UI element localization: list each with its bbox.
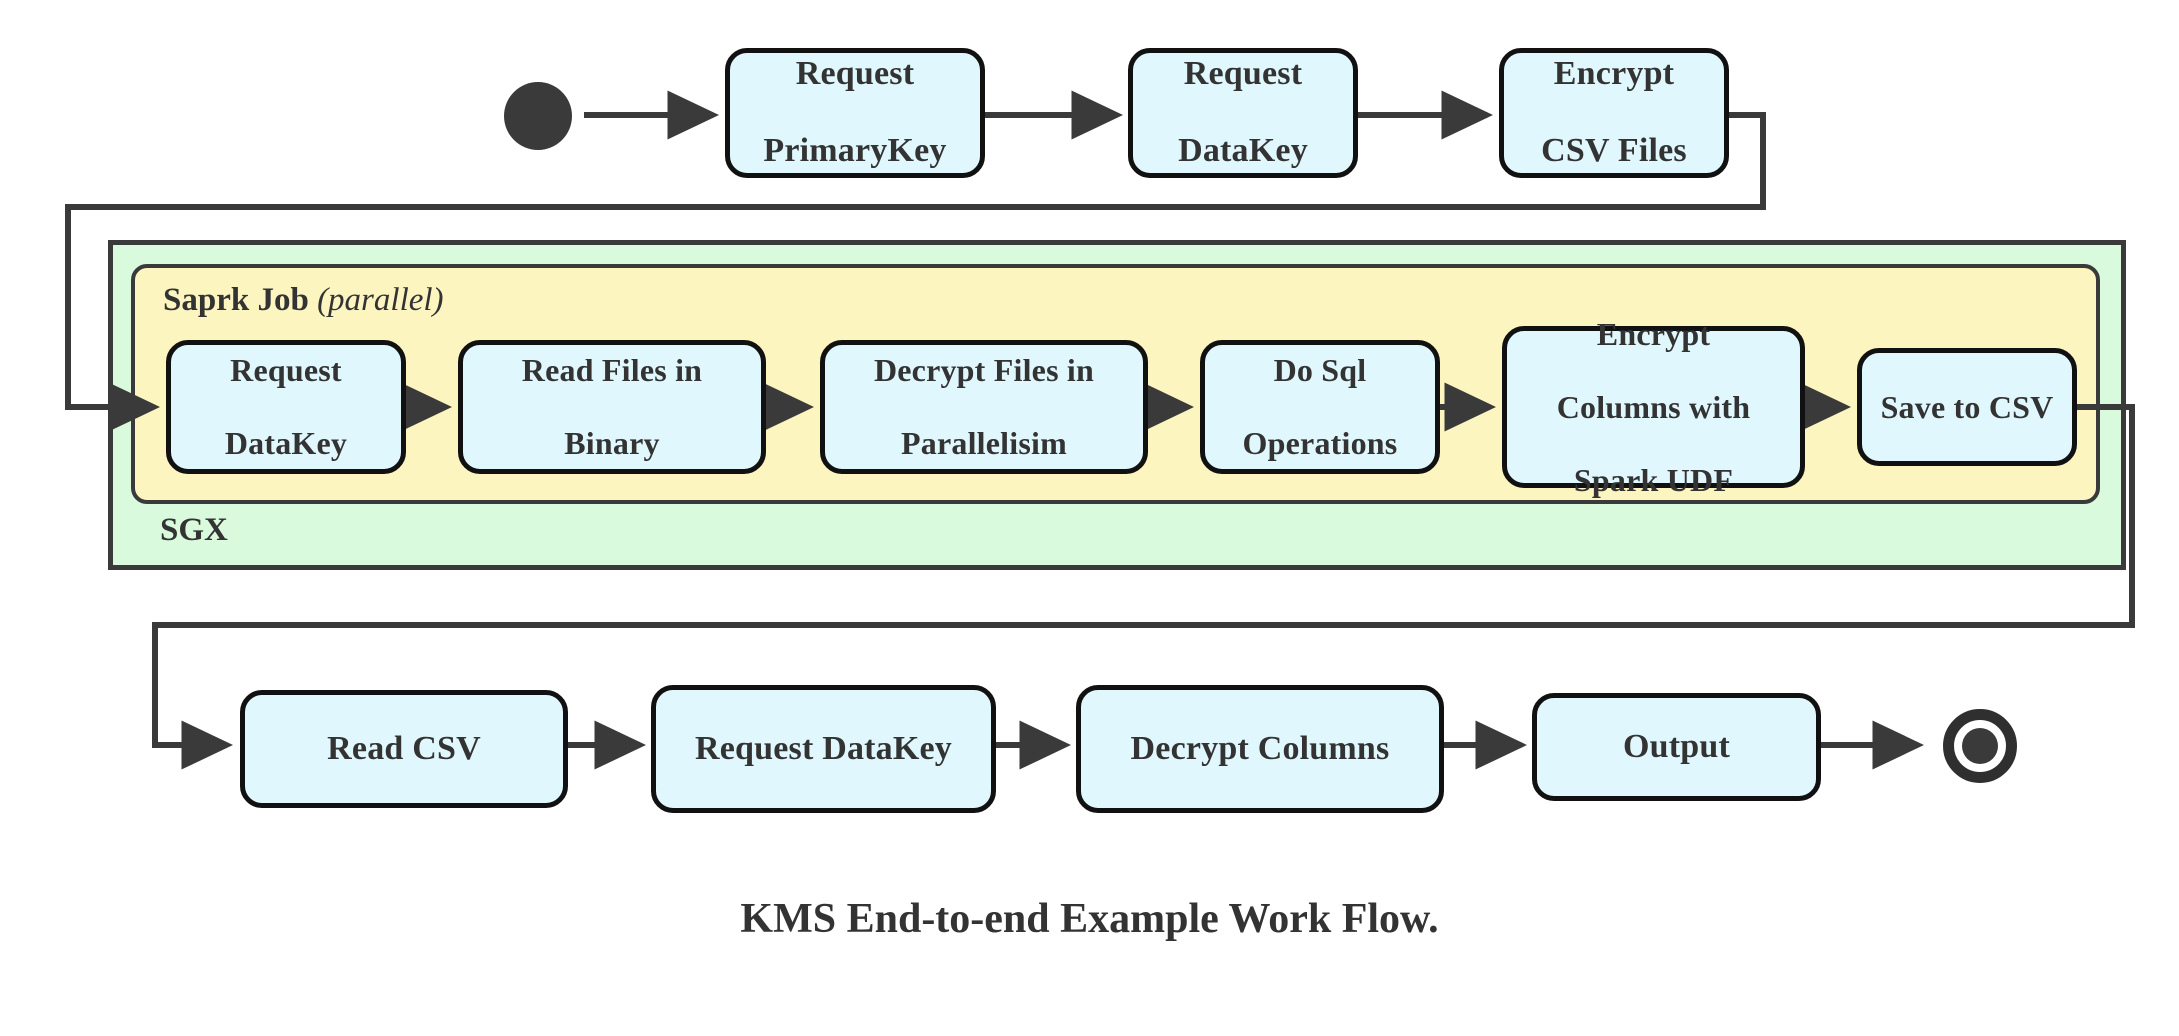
node-line: Read CSV: [327, 729, 481, 767]
node-line: Decrypt Columns: [1130, 729, 1390, 767]
node-line: Request DataKey: [694, 729, 953, 767]
node-line: Columns with: [1556, 388, 1751, 425]
node-line: Spark UDF: [1573, 461, 1734, 498]
node-line: Operations: [1242, 425, 1398, 462]
node-line: Save to CSV: [1880, 388, 2054, 425]
node-line: Request: [230, 352, 342, 389]
node-request-primarykey[interactable]: Request PrimaryKey: [725, 48, 985, 178]
node-line: Read Files in: [521, 352, 703, 389]
node-line: Decrypt Files in: [873, 352, 1095, 389]
sgx-label: SGX: [160, 512, 228, 549]
node-encrypt-csv-files[interactable]: Encrypt CSV Files: [1499, 48, 1729, 178]
spark-job-modifier: (parallel): [317, 282, 444, 318]
start-filled-circle-icon: [504, 82, 572, 150]
node-request-datakey-bottom[interactable]: Request DataKey: [651, 685, 996, 813]
node-line: Request: [1183, 54, 1303, 92]
node-read-files-in-binary[interactable]: Read Files in Binary: [458, 340, 766, 474]
node-decrypt-files-in-parallelisim[interactable]: Decrypt Files in Parallelisim: [820, 340, 1148, 474]
node-line: CSV Files: [1541, 132, 1687, 170]
spark-job-label-text: Saprk Job: [163, 282, 309, 318]
node-do-sql-operations[interactable]: Do Sql Operations: [1200, 340, 1440, 474]
node-line: Encrypt: [1596, 315, 1711, 352]
node-line: Parallelisim: [901, 425, 1067, 462]
sgx-label-text: SGX: [160, 512, 228, 548]
node-line: DataKey: [1178, 132, 1308, 170]
node-line: Output: [1622, 727, 1731, 765]
node-line: Request: [795, 54, 915, 92]
node-line: Encrypt: [1553, 54, 1675, 92]
spark-job-label: Saprk Job (parallel): [163, 282, 444, 319]
node-line: Do Sql: [1273, 352, 1367, 389]
node-request-datakey-spark[interactable]: Request DataKey: [166, 340, 406, 474]
node-request-datakey-top[interactable]: Request DataKey: [1128, 48, 1358, 178]
node-save-to-csv[interactable]: Save to CSV: [1857, 348, 2077, 466]
node-line: PrimaryKey: [763, 132, 947, 170]
node-encrypt-columns-with-spark-udf[interactable]: Encrypt Columns with Spark UDF: [1502, 316, 1805, 498]
node-read-csv[interactable]: Read CSV: [240, 690, 568, 808]
node-line: DataKey: [224, 425, 348, 462]
node-line: Binary: [564, 425, 660, 462]
end-bullseye-core-icon: [1962, 728, 1998, 764]
diagram-caption: KMS End-to-end Example Work Flow.: [740, 896, 1439, 942]
node-decrypt-columns[interactable]: Decrypt Columns: [1076, 685, 1444, 813]
node-output[interactable]: Output: [1532, 693, 1821, 801]
